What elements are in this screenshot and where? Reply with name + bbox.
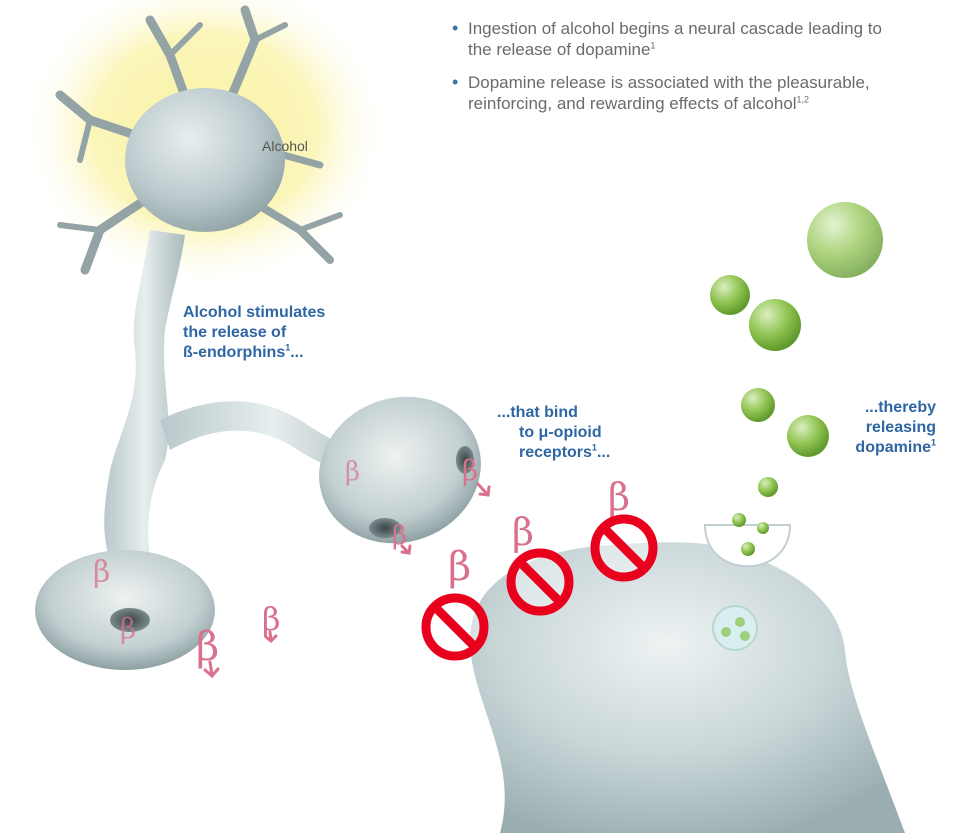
label-releasing: ...thereby releasing dopamine1	[818, 398, 936, 458]
beta-endorphin-icon: β	[392, 521, 407, 551]
beta-endorphin-icon: β	[120, 612, 136, 645]
beta-endorphin-icon: β	[448, 544, 471, 590]
bullet-item: Dopamine release is associated with the …	[452, 72, 902, 114]
axon-left	[104, 230, 185, 560]
beta-endorphin-icon: β	[608, 475, 630, 519]
beta-endorphin-icon: β	[93, 555, 110, 590]
alcohol-label: Alcohol	[262, 138, 308, 154]
beta-endorphin-icon: β	[512, 510, 534, 554]
key-points-list: Ingestion of alcohol begins a neural cas…	[452, 18, 902, 126]
beta-endorphin-icon: β	[345, 457, 360, 487]
label-bind: ...that bind to μ-opioid receptors1...	[497, 403, 610, 463]
neuron-soma	[125, 88, 285, 232]
beta-endorphin-icon: β	[462, 454, 478, 487]
label-stimulates: Alcohol stimulates the release of ß-endo…	[183, 303, 325, 363]
bullet-item: Ingestion of alcohol begins a neural cas…	[452, 18, 902, 60]
no-entry-icon	[511, 553, 569, 611]
dopamine-spheres	[710, 202, 883, 556]
no-entry-icon	[595, 519, 653, 577]
no-entry-icon	[426, 598, 484, 656]
beta-endorphin-icon: β	[196, 624, 219, 670]
dopamine-vesicle-icon	[713, 606, 757, 650]
